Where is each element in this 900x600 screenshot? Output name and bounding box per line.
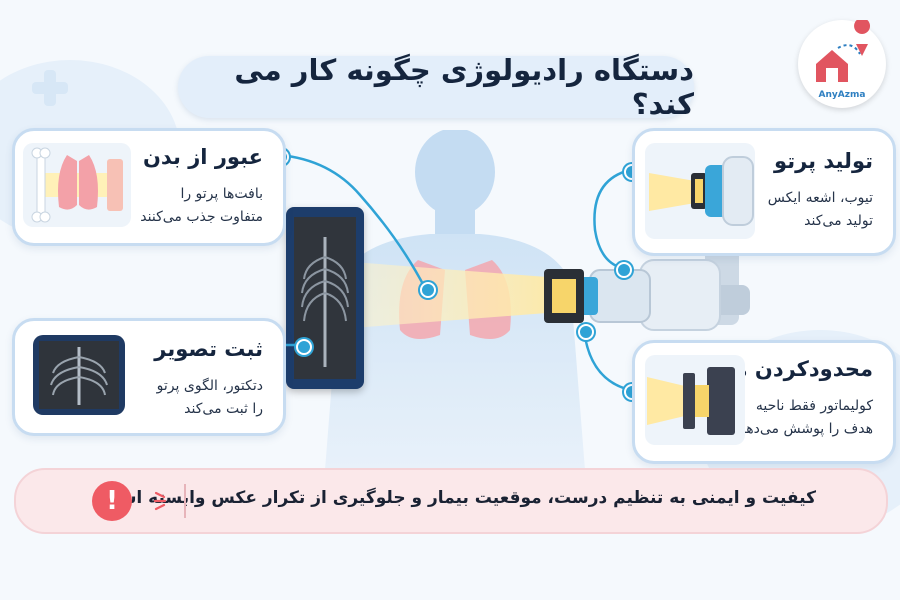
logo: AnyAzma (798, 18, 886, 108)
tube-illustration (645, 143, 755, 239)
logo-text: AnyAzma (818, 90, 866, 100)
footer-note: کیفیت و ایمنی به تنظیم درست، موقعیت بیما… (14, 468, 888, 534)
connector-dot (616, 262, 632, 278)
card-title: عبور از بدن (142, 145, 263, 169)
card-body-passage: عبور از بدن بافت‌ها پرتو را متفاوت جذب م… (12, 128, 286, 246)
connector-dot (420, 282, 436, 298)
title-banner: دستگاه رادیولوژی چگونه کار می کند؟ (178, 53, 694, 121)
collimator-icon (647, 367, 735, 435)
card-image-capture: ثبت تصویر دتکتور، الگوی پرتو را ثبت می‌ک… (12, 318, 286, 436)
bone-lung-icon (31, 147, 123, 223)
alert-rays-icon (152, 487, 174, 515)
footer-text: کیفیت و ایمنی به تنظیم درست، موقعیت بیما… (95, 488, 816, 508)
divider (184, 484, 186, 518)
card-title: تولید پرتو (774, 149, 873, 173)
page-title: دستگاه رادیولوژی چگونه کار می کند؟ (234, 53, 694, 121)
plus-icon (30, 68, 70, 108)
collimator-illustration (645, 355, 745, 445)
card-field-limiting: محدودکردن میدان کولیماتور فقط ناحیه هدف … (632, 340, 896, 464)
connector-dot (578, 324, 594, 340)
card-beam-generation: تولید پرتو تیوب، اشعه ایکس تولید می‌کند (632, 128, 896, 256)
card-description: کولیماتور فقط ناحیه هدف را پوشش می‌دهد (738, 398, 873, 437)
connector-dot (296, 339, 312, 355)
logo-icon (816, 18, 871, 82)
chest-xray-icon (39, 341, 119, 409)
card-description: تیوب، اشعه ایکس تولید می‌کند (767, 190, 873, 229)
chest-xray-thumbnail (33, 335, 125, 415)
card-description: بافت‌ها پرتو را متفاوت جذب می‌کنند (140, 186, 263, 225)
xray-machine (544, 245, 750, 331)
xray-tube-icon (649, 156, 754, 226)
card-title: ثبت تصویر (154, 337, 263, 361)
tissue-illustration (23, 143, 131, 227)
alert-icon: ! (92, 481, 132, 521)
card-description: دتکتور، الگوی پرتو را ثبت می‌کند (156, 378, 263, 417)
